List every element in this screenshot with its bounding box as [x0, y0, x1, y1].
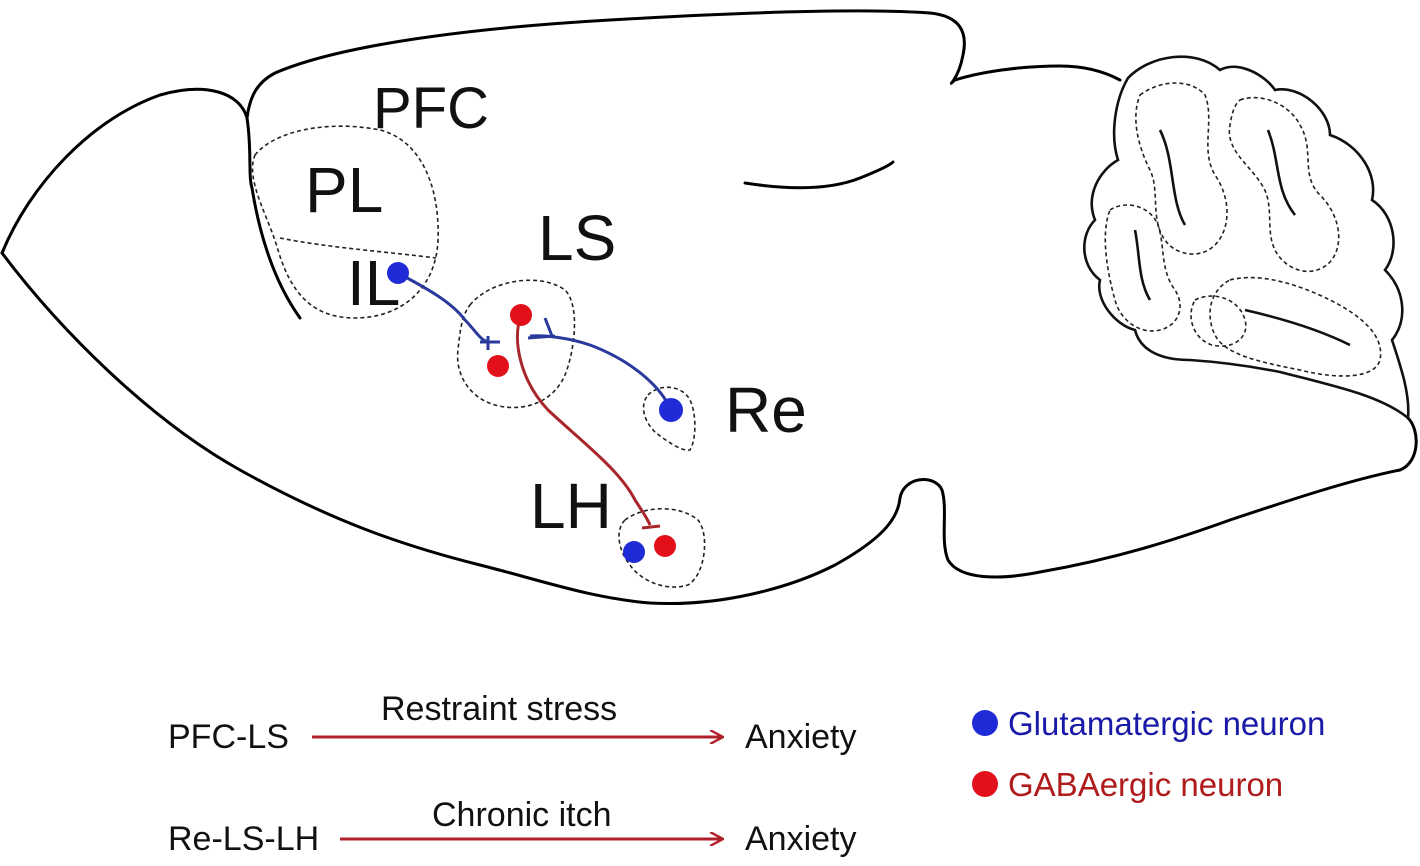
cerebellum-folia-5 [1190, 295, 1247, 347]
legend-glutamatergic-dot [972, 710, 998, 736]
pathway-1-outcome: Anxiety [745, 718, 857, 756]
re-ls-terminal [527, 317, 556, 340]
legend-gabaergic-label: GABAergic neuron [1008, 766, 1283, 803]
lh-label: LH [530, 470, 612, 542]
neurons [387, 262, 683, 563]
ls-gabaergic-neuron-2 [487, 355, 509, 377]
cortex-outline [245, 9, 1122, 120]
pl-il-region-outline [251, 125, 439, 319]
cerebellum-fissure-3 [1133, 229, 1152, 301]
il-label: IL [347, 247, 400, 319]
legend: Glutamatergic neuron GABAergic neuron [972, 705, 1325, 803]
olfactory-bulb-outline [0, 87, 254, 255]
cerebellum-outline [1083, 55, 1410, 421]
region-labels: PFC PL IL LS Re LH [305, 76, 807, 542]
pathway-1-circuit: PFC-LS [168, 718, 289, 756]
pl-il-boundary [279, 237, 437, 259]
ls-gabaergic-neuron-1 [510, 304, 532, 326]
cerebellum [1083, 55, 1410, 421]
ls-lh-terminal [641, 524, 661, 530]
re-region-outline [642, 386, 696, 451]
brain-outline [0, 9, 1418, 606]
lh-gabaergic-neuron [654, 535, 676, 557]
pfc-label: PFC [373, 76, 489, 141]
cortex-sulcus [743, 160, 895, 190]
cerebellum-fissure-4 [1244, 308, 1351, 347]
pathway-2-condition: Chronic itch [432, 796, 612, 834]
ls-region-outline [456, 279, 576, 409]
cerebellum-folia-1 [1135, 82, 1228, 255]
pathway-row-2: Re-LS-LH Chronic itch Anxiety [168, 796, 857, 858]
legend-gabaergic-dot [972, 771, 998, 797]
legend-glutamatergic-label: Glutamatergic neuron [1008, 705, 1325, 742]
cerebellum-fissure-1 [1158, 129, 1187, 226]
re-ls-projection [529, 334, 673, 411]
frontal-notch [250, 186, 302, 320]
pathway-2-outcome: Anxiety [745, 820, 857, 858]
projections [397, 271, 673, 530]
pl-label: PL [305, 154, 383, 226]
re-label: Re [725, 374, 807, 446]
il-ls-terminal [480, 336, 500, 350]
cerebellum-folia-3 [1104, 204, 1181, 332]
re-glutamatergic-neuron [659, 398, 683, 422]
lh-glutamatergic-neuron [623, 541, 645, 563]
cerebellum-fissure-2 [1266, 129, 1297, 216]
ls-lh-projection [515, 314, 652, 526]
ventral-outline [0, 251, 1418, 606]
ls-label: LS [538, 202, 616, 274]
pathway-2-circuit: Re-LS-LH [168, 820, 319, 858]
il-glutamatergic-neuron [387, 262, 409, 284]
cerebellum-folia-2 [1228, 96, 1340, 273]
il-ls-projection [397, 271, 489, 344]
pathway-1-condition: Restraint stress [381, 690, 617, 728]
pathway-row-1: PFC-LS Restraint stress Anxiety [168, 690, 857, 756]
cerebellum-folia-4 [1209, 276, 1382, 377]
